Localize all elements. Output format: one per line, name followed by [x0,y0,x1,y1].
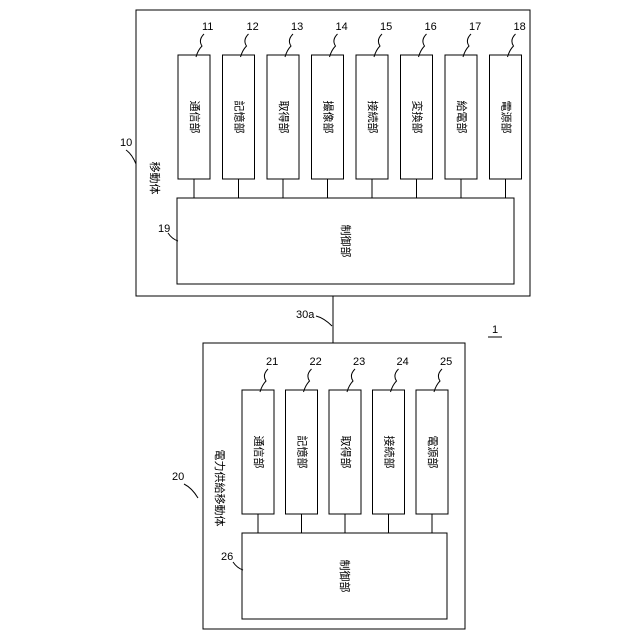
mobile-body-title: 移動体 [148,162,162,195]
supply-unit-label: 通信部 [252,436,266,469]
supply-unit-label: 記憶部 [296,436,310,469]
link-leader [316,316,332,326]
supply-unit-ref: 22 [310,356,322,368]
mobile-unit-label: 撮像部 [322,101,336,134]
mobile-unit-ref: 17 [469,21,481,33]
mobile-unit-ref: 14 [336,21,348,33]
mobile-unit-label: 記憶部 [233,101,247,134]
mobile-unit-label: 給電部 [455,101,469,134]
mobile-unit-ref: 11 [202,21,213,33]
supply-body-title: 電力供給移動体 [213,450,227,527]
supply-unit-ref: 23 [353,356,365,368]
mobile-unit-label: 通信部 [188,101,202,134]
supply-unit-label: 接続部 [383,436,397,469]
mobile-unit-label: 接続部 [366,101,380,134]
mobile-unit-ref: 13 [291,21,303,33]
supply-control-label: 制御部 [338,560,352,593]
supply-unit-ref: 21 [266,356,278,368]
mobile-unit-label: 電源部 [500,101,514,134]
mobile-unit-ref: 16 [425,21,437,33]
supply-control-ref: 26 [221,551,233,563]
mobile-unit-label: 取得部 [277,101,291,134]
link-ref: 30a [296,309,315,321]
supply-body-ref: 20 [172,471,184,483]
supply-unit-label: 取得部 [339,436,353,469]
mobile-unit-ref: 12 [247,21,259,33]
system-ref: 1 [492,324,498,336]
supply-unit-ref: 25 [440,356,452,368]
mobile-unit-ref: 15 [380,21,392,33]
mobile-unit-label: 変換部 [411,101,425,134]
supply-body-leader [184,484,198,498]
supply-unit-label: 電源部 [426,436,440,469]
mobile-unit-ref: 18 [514,21,526,33]
supply-unit-ref: 24 [397,356,409,368]
mobile-body-leader [126,150,136,164]
mobile-control-label: 制御部 [339,225,353,258]
mobile-body-ref: 10 [120,137,132,149]
